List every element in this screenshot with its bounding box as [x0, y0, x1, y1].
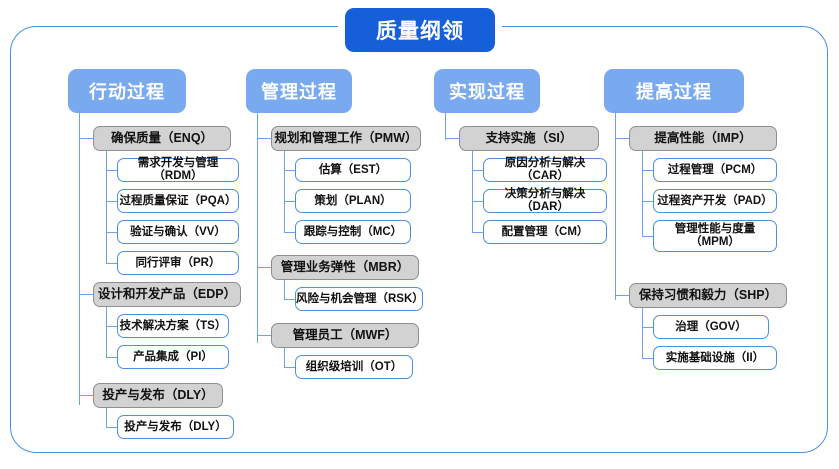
group-box-3-0[interactable]: 提高性能（IMP） — [629, 126, 777, 151]
category-header-1[interactable]: 管理过程 — [246, 69, 352, 113]
category-header-0[interactable]: 行动过程 — [68, 69, 186, 113]
connector-col2-trunk — [445, 113, 447, 140]
connector-g31-leaf1 — [642, 358, 653, 360]
group-box-1-1[interactable]: 管理业务弹性（MBR） — [271, 255, 419, 280]
leaf-box-3-1-0[interactable]: 治理（GOV） — [653, 315, 769, 339]
connector-g02-leaf0 — [106, 427, 117, 429]
connector-col1-group1 — [257, 267, 271, 269]
leaf-box-3-0-0[interactable]: 过程管理（PCM） — [653, 158, 777, 182]
leaf-box-2-0-0[interactable]: 原因分析与解决（CAR） — [483, 157, 607, 182]
group-box-0-0[interactable]: 确保质量（ENQ） — [93, 126, 231, 151]
leaf-box-0-1-1[interactable]: 产品集成（PI） — [117, 345, 229, 369]
connector-g20-trunk — [472, 151, 474, 232]
connector-g10-trunk — [284, 151, 286, 232]
category-header-2[interactable]: 实现过程 — [434, 69, 540, 113]
connector-g20-leaf2 — [472, 232, 483, 234]
connector-g01-leaf1 — [106, 357, 117, 359]
leaf-box-3-0-1[interactable]: 过程资产开发（PAD） — [653, 189, 777, 213]
connector-g11-leaf0 — [284, 299, 295, 301]
leaf-box-1-0-2[interactable]: 跟踪与控制（MC） — [295, 220, 411, 244]
leaf-box-2-0-2[interactable]: 配置管理（CM） — [483, 220, 607, 244]
connector-g12-leaf0 — [284, 367, 295, 369]
connector-col0-group0 — [79, 138, 93, 140]
connector-g20-leaf0 — [472, 170, 483, 172]
connector-g10-leaf1 — [284, 201, 295, 203]
group-box-1-2[interactable]: 管理员工（MWF） — [271, 323, 419, 348]
connector-g00-leaf3 — [106, 263, 117, 265]
connector-g12-trunk — [284, 348, 286, 367]
group-box-2-0[interactable]: 支持实施（SI） — [459, 126, 599, 151]
group-box-3-1[interactable]: 保持习惯和毅力（SHP） — [629, 283, 787, 308]
leaf-box-1-0-1[interactable]: 策划（PLAN） — [295, 189, 411, 213]
connector-col0-group1 — [79, 294, 93, 296]
connector-g31-trunk — [642, 308, 644, 358]
connector-g01-trunk — [106, 307, 108, 357]
connector-g31-leaf0 — [642, 327, 653, 329]
leaf-box-1-2-0[interactable]: 组织级培训（OT） — [295, 355, 413, 379]
connector-col3-group1 — [615, 295, 629, 297]
group-box-0-1[interactable]: 设计和开发产品（EDP） — [93, 282, 241, 307]
leaf-box-3-1-1[interactable]: 实施基础设施（II） — [653, 346, 777, 370]
connector-g30-leaf2 — [642, 236, 653, 238]
leaf-box-0-0-0[interactable]: 需求开发与管理（RDM） — [117, 157, 239, 182]
leaf-box-2-0-1[interactable]: 决策分析与解决（DAR） — [483, 188, 607, 213]
connector-col1-trunk — [257, 113, 259, 343]
connector-g00-leaf2 — [106, 232, 117, 234]
connector-col0-group2 — [79, 395, 93, 397]
connector-g10-leaf0 — [284, 170, 295, 172]
connector-g20-leaf1 — [472, 201, 483, 203]
connector-g00-trunk — [106, 151, 108, 263]
leaf-box-0-1-0[interactable]: 技术解决方案（TS） — [117, 314, 229, 338]
category-header-3[interactable]: 提高过程 — [604, 69, 744, 113]
leaf-box-1-0-0[interactable]: 估算（EST） — [295, 158, 411, 182]
connector-g30-leaf0 — [642, 170, 653, 172]
group-box-0-2[interactable]: 投产与发布（DLY） — [93, 383, 223, 408]
connector-g10-leaf2 — [284, 232, 295, 234]
leaf-box-3-0-2[interactable]: 管理性能与度量（MPM） — [653, 220, 777, 252]
leaf-box-0-2-0[interactable]: 投产与发布（DLY） — [117, 415, 234, 439]
leaf-box-1-1-0[interactable]: 风险与机会管理（RSK） — [295, 287, 424, 311]
connector-col1-group2 — [257, 335, 271, 337]
leaf-box-0-0-1[interactable]: 过程质量保证（PQA） — [117, 189, 239, 213]
connector-g00-leaf1 — [106, 201, 117, 203]
connector-col3-trunk — [615, 113, 617, 300]
root-title-chip[interactable]: 质量纲领 — [345, 8, 495, 52]
leaf-box-0-0-3[interactable]: 同行评审（PR） — [117, 251, 239, 275]
connector-col1-group0 — [257, 138, 271, 140]
connector-g01-leaf0 — [106, 326, 117, 328]
connector-col3-group0 — [615, 138, 629, 140]
group-box-1-0[interactable]: 规划和管理工作（PMW） — [271, 126, 421, 151]
connector-col0-trunk — [79, 113, 81, 405]
connector-g02-trunk — [106, 408, 108, 427]
connector-g00-leaf0 — [106, 170, 117, 172]
connector-g30-trunk — [642, 151, 644, 236]
connector-col2-group0 — [445, 138, 459, 140]
connector-g11-trunk — [284, 280, 286, 299]
connector-g30-leaf1 — [642, 201, 653, 203]
leaf-box-0-0-2[interactable]: 验证与确认（VV） — [117, 220, 239, 244]
